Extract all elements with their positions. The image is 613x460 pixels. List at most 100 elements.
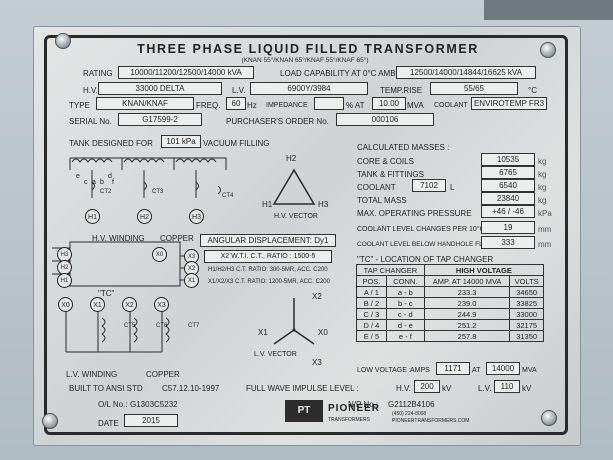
- serial-value: G17599-2: [118, 113, 202, 126]
- pressure-value: +46 / -46: [481, 205, 535, 218]
- coolant-mass-label: COOLANT: [357, 183, 396, 192]
- tap-volts: 34650: [509, 286, 544, 298]
- terminal-x0-box: X0: [152, 247, 167, 262]
- winding-label-c: c: [84, 179, 88, 186]
- mass-unit: kg: [538, 170, 547, 179]
- impulse-hv-unit: kV: [442, 384, 452, 393]
- terminal-x3: X3: [154, 297, 169, 312]
- wiring-diagram: [52, 157, 316, 353]
- impulse-hv-value: 200: [414, 380, 440, 393]
- ct-ratio-line1: X2 W.T.I. C.T., RATIO : 1500-5: [204, 250, 332, 263]
- terminal-x2-box: X2: [184, 261, 199, 276]
- tank-mass-label: TANK & FITTINGS: [357, 170, 424, 179]
- date-label: DATE: [98, 419, 119, 428]
- np-label: N/P No.:: [348, 400, 379, 409]
- volts-col: VOLTS: [509, 275, 544, 287]
- serial-label: SERIAL No.: [69, 117, 112, 126]
- brand-contact: (450) 224-8008: [392, 411, 427, 417]
- bolt-icon: [42, 413, 58, 429]
- ct-ratio-line2: H1/H2/H3 C.T. RATIO: 300-5MR, ACC. C200: [208, 267, 328, 273]
- temprise-value: 55/65: [430, 82, 518, 95]
- purchaser-label: PURCHASER'S ORDER No.: [226, 117, 329, 126]
- impedance-base-value: 10.00: [372, 97, 406, 110]
- pos-col: POS.: [356, 275, 387, 287]
- lv-vector-x3: X3: [312, 358, 322, 367]
- temprise-label: TEMP.RISE: [380, 86, 423, 95]
- level-below-label: COOLANT LEVEL BELOW HANDHOLE FLANGE: [357, 241, 502, 248]
- total-mass-value: 23840: [481, 192, 535, 205]
- table-row: A / 1 a - b 233.3 34650: [356, 286, 544, 298]
- impedance-label: IMPEDANCE: [266, 102, 308, 109]
- type-label: TYPE: [69, 101, 90, 110]
- freq-value: 60: [226, 97, 246, 110]
- level-change-value: 19: [481, 221, 535, 234]
- brand-sub: TRANSFORMERS: [328, 417, 370, 423]
- coolant-label: COOLANT: [434, 102, 468, 109]
- tap-volts: 32175: [509, 319, 544, 331]
- rating-label: RATING: [83, 69, 113, 78]
- lv-vector-x2: X2: [312, 292, 322, 301]
- hv-vector-label: H.V. VECTOR: [274, 213, 318, 220]
- tap-conn: a - b: [385, 286, 425, 298]
- amp-col: AMP. AT 14000 MVA: [423, 275, 511, 287]
- table-row: E / 5 e - f 257.8 31350: [356, 330, 544, 342]
- impulse-lv-value: 110: [494, 380, 520, 393]
- core-mass-label: CORE & COILS: [357, 157, 414, 166]
- lv-vector-x0: X0: [318, 328, 328, 337]
- coolant-mass-value: 6540: [481, 179, 535, 192]
- coolant-liters-value: 7102: [412, 179, 446, 192]
- lv-vector-label: L.V. VECTOR: [254, 351, 297, 358]
- amp-mva-unit: MVA: [485, 276, 502, 286]
- level-change-label: COOLANT LEVEL CHANGES PER 10°C: [357, 226, 485, 233]
- tank-mass-value: 6765: [481, 166, 535, 179]
- bolt-icon: [55, 33, 71, 49]
- freq-unit: Hz: [247, 101, 257, 110]
- tap-pos: B / 2: [356, 297, 387, 309]
- coolant-liters-unit: L: [450, 183, 455, 192]
- hv-group-header: HIGH VOLTAGE: [423, 264, 545, 276]
- ol-label: O/L No.:: [98, 400, 128, 409]
- load-capability-label: LOAD CAPABILITY AT 0°C AMBIENT: [280, 69, 414, 78]
- coolant-value: ENVIROTEMP FR3: [471, 97, 547, 110]
- tap-pos: A / 1: [356, 286, 387, 298]
- pressure-label: MAX. OPERATING PRESSURE: [357, 209, 472, 218]
- rating-value: 10000/11200/12500/14000 kVA: [118, 66, 254, 79]
- temprise-unit: °C: [528, 86, 537, 95]
- brand-web: PIONEERTRANSFORMERS.COM: [392, 418, 470, 424]
- tap-changer-col: TAP CHANGER: [356, 264, 425, 276]
- terminal-h2: H2: [137, 209, 152, 224]
- winding-label-b: b: [100, 179, 104, 186]
- table-row: D / 4 d - e 251.2 32175: [356, 319, 544, 331]
- tap-volts: 33000: [509, 308, 544, 320]
- lv-copper-label: COPPER: [146, 370, 180, 379]
- purchaser-value: 000106: [336, 113, 434, 126]
- winding-label-d: d: [108, 173, 112, 180]
- hv-copper-label: COPPER: [160, 234, 194, 243]
- terminal-x1: X1: [90, 297, 105, 312]
- cooling-class-note: (KNAN 55°/KNAN 65°/KNAF 55°/KNAF 65°): [241, 57, 369, 64]
- lv-value: 6900Y/3984: [250, 82, 368, 95]
- lv-at-value: 14000: [486, 362, 520, 375]
- mass-unit: kg: [538, 157, 547, 166]
- winding-label-a: a: [92, 179, 96, 186]
- impedance-base-unit: MVA: [407, 101, 424, 110]
- length-unit: mm: [538, 240, 552, 249]
- tap-amp: 257.8: [423, 330, 511, 342]
- bolt-icon: [540, 42, 556, 58]
- tap-volts: 31350: [509, 330, 544, 342]
- terminal-h3: H3: [189, 209, 204, 224]
- tank-designed-value: 101 kPa: [161, 135, 201, 148]
- hv-vector-h1: H1: [262, 200, 273, 209]
- np-value: G2112B4106: [388, 400, 435, 409]
- freq-label: FREQ.: [196, 101, 221, 110]
- lv-tc-label: "TC": [98, 289, 115, 298]
- terminal-x2: X2: [122, 297, 137, 312]
- ct3-label: CT3: [152, 189, 164, 195]
- ct-ratio-line3: X1/X2/X3 C.T. RATIO: 1200-5MR, ACC. C200: [208, 279, 330, 285]
- tap-changer-table: TAP CHANGER HIGH VOLTAGE POS. CONN. AMP.…: [356, 264, 545, 342]
- lv-amps-value: 1171: [436, 362, 470, 375]
- tap-conn: e - f: [385, 330, 425, 342]
- tap-amp: 233.3: [423, 286, 511, 298]
- cabinet-bracket: [484, 0, 613, 20]
